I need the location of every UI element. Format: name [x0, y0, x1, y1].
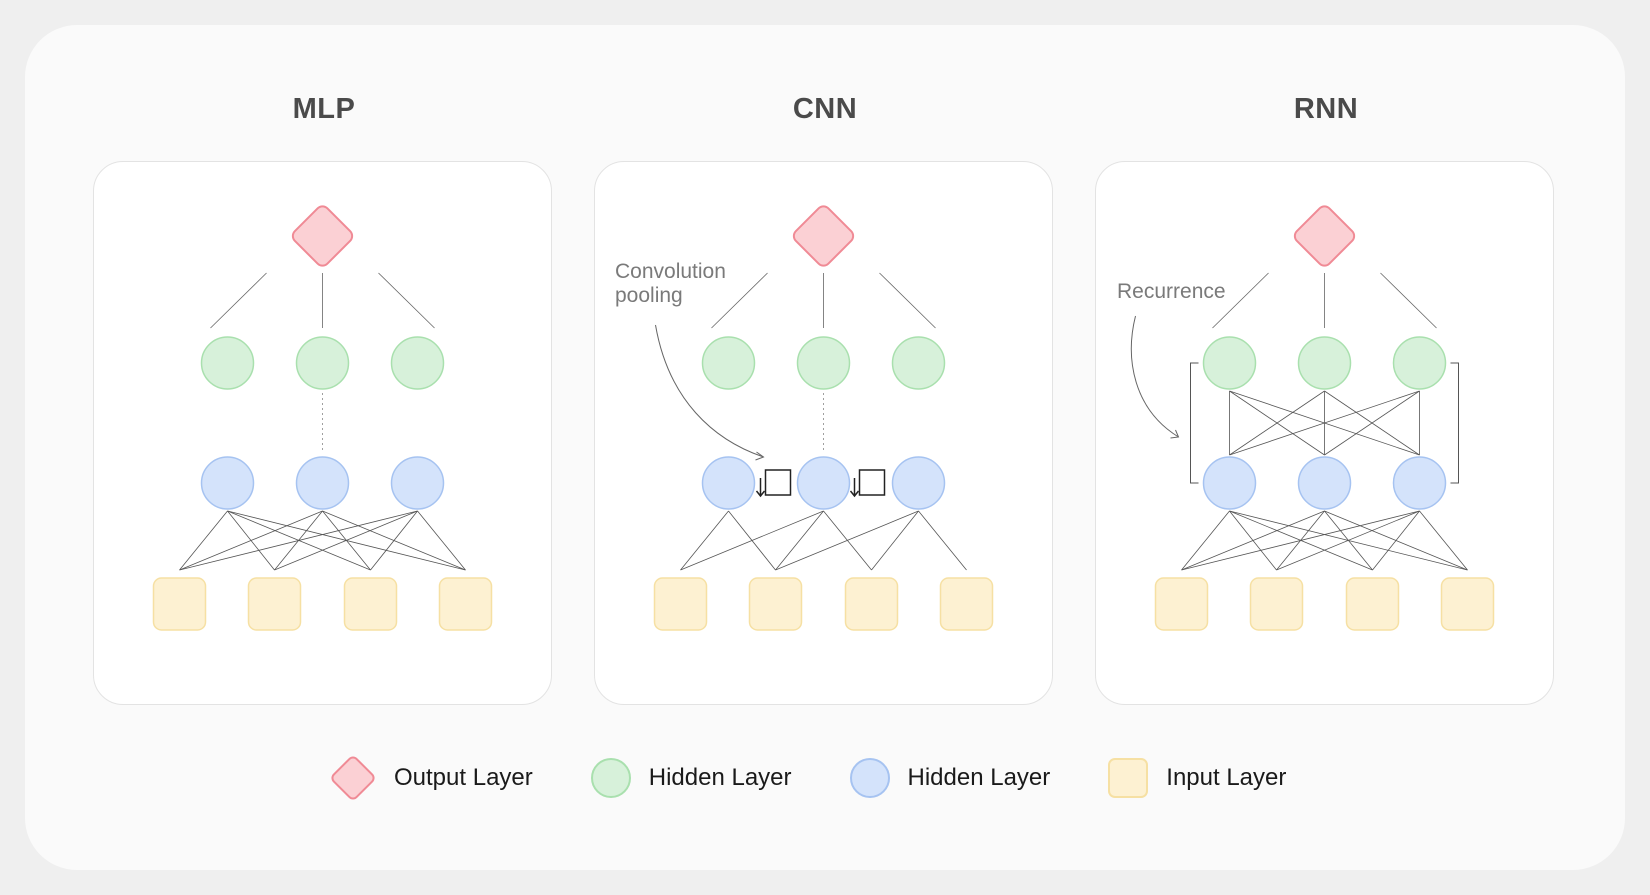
- annotation-line-2: pooling: [615, 284, 683, 307]
- rnn-title: RNN: [1293, 93, 1359, 125]
- legend-label: Output Layer: [394, 764, 533, 791]
- cnn-panel: [594, 161, 1053, 705]
- legend-label: Input Layer: [1166, 764, 1287, 791]
- output-layer-swatch: [328, 753, 378, 803]
- hidden-layer-blue-swatch: [849, 758, 890, 798]
- legend: Output Layer Hidden Layer Hidden Layer I…: [328, 753, 1286, 803]
- annotation-line-1: Recurrence: [1117, 280, 1226, 303]
- legend-item-input: Input Layer: [1108, 758, 1286, 798]
- legend-item-hidden-blue: Hidden Layer: [849, 758, 1051, 798]
- hidden-layer-green-swatch: [590, 758, 631, 798]
- annotation-line-1: Convolution: [615, 260, 726, 283]
- mlp-panel: [93, 161, 552, 705]
- recurrence-annotation: Recurrence: [1117, 280, 1226, 304]
- mlp-title: MLP: [292, 93, 356, 125]
- legend-item-hidden-green: Hidden Layer: [590, 758, 792, 798]
- convolution-pooling-annotation: Convolution pooling: [615, 260, 726, 308]
- legend-item-output: Output Layer: [328, 753, 533, 803]
- legend-label: Hidden Layer: [907, 764, 1051, 791]
- rnn-panel: [1095, 161, 1554, 705]
- cnn-title: CNN: [792, 93, 858, 125]
- input-layer-swatch: [1108, 758, 1149, 798]
- legend-label: Hidden Layer: [648, 764, 792, 791]
